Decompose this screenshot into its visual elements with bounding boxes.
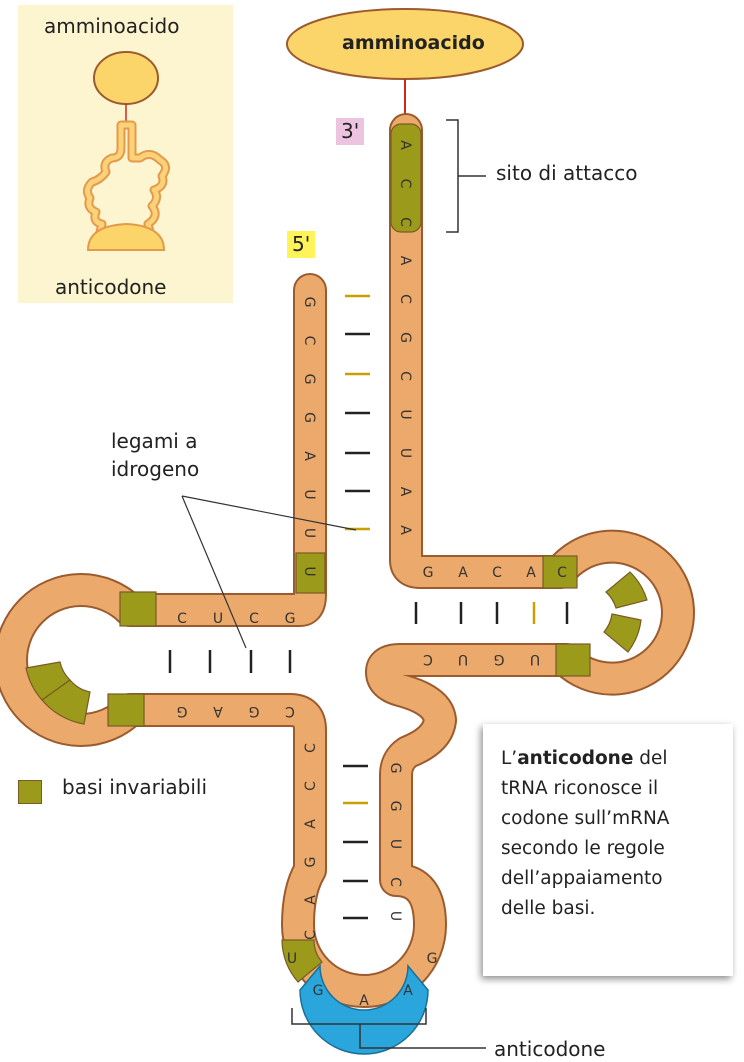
darm-top-base-4: G [285,611,296,627]
end-3-badge: 3' [336,118,364,145]
acceptor3-base-11: A [397,525,413,535]
ac-right-base-2: G [387,801,403,812]
ac-left-base-5: A [303,895,319,905]
ac-loop-base-1: U [287,951,297,967]
acceptor5-base-1: G [301,297,317,308]
darm-top-base-1: C [177,611,187,627]
acceptor3-base-1: A [397,140,413,150]
note-line-2: tRNA riconosce il [501,774,733,804]
hydrogen-bonds-right [416,602,567,624]
acceptor5-base-4: G [301,412,317,423]
tarm-top-base-4: A [526,565,536,581]
amino-acid-label: amminoacido [342,32,485,54]
acceptor3-base-9: U [397,448,413,458]
ac-loop-base-3: A [359,993,369,1009]
acceptor5-base-3: G [301,374,317,385]
tarm-top-base-1: G [423,565,434,581]
tarm-top-base-5: C [557,565,567,581]
inset-trna-icon [87,52,165,250]
acceptor3-base-6: G [397,332,413,343]
ac-loop-base-2: G [313,983,324,999]
acceptor3-base-2: C [397,179,413,189]
note-line-3: codone sull’mRNA [501,804,733,834]
acceptor5-base-6: U [301,489,317,499]
hydrogen-bonds-left [170,650,290,673]
ac-loop-base-5: G [427,951,438,967]
ac-left-base-3: A [303,819,319,829]
attachment-site-label: sito di attacco [496,161,637,185]
acceptor5-base-5: A [301,451,317,461]
note-line-4: secondo le regole [501,834,733,864]
ac-right-base-3: U [387,839,403,849]
note-line-1: L’anticodone del [501,744,733,774]
ac-left-base-1: C [303,743,319,753]
acceptor5-base-7: U [301,528,317,538]
tarm-bottom-base-1: U [530,651,540,667]
ac-right-base-1: G [387,763,403,774]
tarm-bottom-base-2: G [494,651,505,667]
hydrogen-bonds-acceptor [345,296,370,529]
acceptor5-base-8: U [301,566,317,576]
ac-left-base-6: C [303,930,319,940]
ac-loop-base-4: A [403,983,413,999]
legend-label: basi invariabili [62,775,207,799]
darm-top-base-2: U [213,611,223,627]
acceptor3-base-8: U [397,409,413,419]
hydrogen-bonds-label: legami a idrogeno [111,427,199,483]
legend-swatch [18,780,42,804]
note-box: L’anticodone del tRNA riconosce il codon… [483,724,733,976]
darm-bottom-base-3: A [213,703,223,719]
tarm-top-base-2: A [458,565,468,581]
anticodon-label: anticodone [494,1037,605,1061]
hydrogen-bonds-label-line2: idrogeno [111,455,199,483]
darm-bottom-base-1: C [285,703,295,719]
hbond-leader-1 [182,496,356,530]
ac-right-base-4: C [387,877,403,887]
ac-left-base-4: G [303,857,319,868]
darm-bottom-base-2: G [249,703,260,719]
darm-bottom-base-4: G [177,703,188,719]
attachment-bracket [446,120,486,232]
acceptor5-base-2: C [301,336,317,346]
note-line-6: delle basi. [501,894,733,924]
tarm-top-base-3: C [492,565,502,581]
ac-right-base-5: U [387,911,403,921]
end-5-badge: 5' [287,231,315,258]
acceptor3-base-4: A [397,256,413,266]
tarm-bottom-base-3: U [458,651,468,667]
hydrogen-bonds-label-line1: legami a [111,427,199,455]
acceptor3-base-10: A [397,487,413,497]
acceptor3-base-3: C [397,217,413,227]
acceptor3-base-7: C [397,371,413,381]
hydrogen-bonds-anticodon [343,766,368,918]
note-line-5: dell’appaiamento [501,864,733,894]
tarm-bottom-base-4: C [423,651,433,667]
darm-top-base-3: C [249,611,259,627]
ac-left-base-2: C [303,781,319,791]
acceptor3-base-5: C [397,294,413,304]
